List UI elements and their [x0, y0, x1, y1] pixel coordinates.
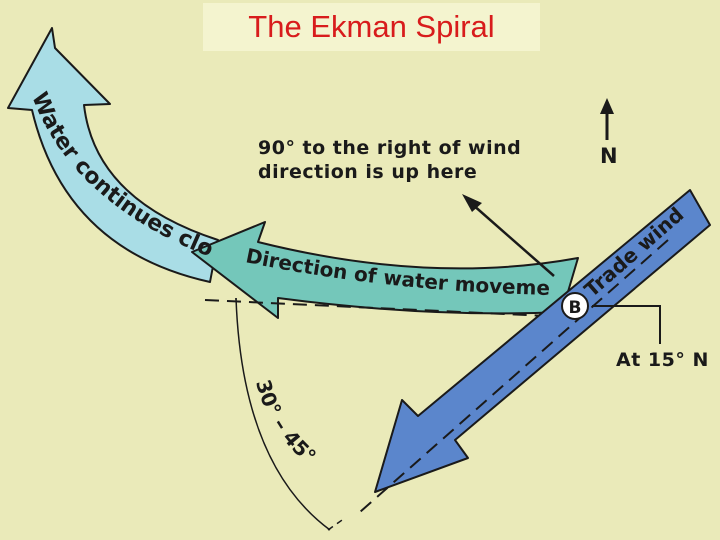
north-arrow-head	[600, 98, 614, 114]
trade-wind-dashed-line	[359, 239, 669, 513]
water-direction-dashed-line	[204, 299, 591, 319]
right-of-wind-pointer-line	[471, 203, 555, 277]
angle-lower-dashed-line	[327, 517, 346, 531]
water-continues-arrow	[7, 27, 219, 283]
angle-text: 30° – 45°	[251, 377, 321, 469]
right-of-wind-note-line1: 90° to the right of wind	[258, 137, 522, 159]
point-b-label: B	[569, 298, 582, 318]
right-of-wind-pointer-head	[462, 194, 482, 212]
angle-arc	[235, 297, 331, 531]
north-label: N	[600, 144, 619, 168]
latitude-leader-line	[592, 305, 661, 344]
water-movement-arrow	[191, 221, 579, 319]
point-b-circle	[561, 292, 589, 320]
latitude-label: At 15° N	[616, 349, 709, 371]
trade-wind-arrow	[374, 189, 711, 493]
right-of-wind-note-line2: direction is up here	[258, 161, 478, 183]
right-of-wind-note: 90° to the right of wind direction is up…	[258, 136, 521, 184]
page-title: The Ekman Spiral	[203, 3, 540, 51]
